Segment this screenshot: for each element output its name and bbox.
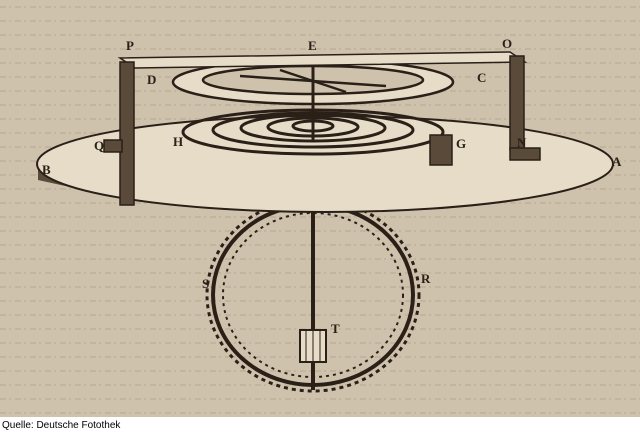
label-r: R	[421, 271, 431, 286]
label-a: A	[612, 154, 622, 169]
label-p: P	[126, 38, 134, 53]
label-o: O	[502, 36, 512, 51]
label-t: T	[331, 321, 340, 336]
engraving-illustration: P E O D C H G N Q B A S R T	[0, 0, 640, 417]
label-s: S	[202, 276, 209, 291]
base-plate	[36, 115, 614, 213]
label-g: G	[456, 136, 466, 151]
balance-wheel	[171, 58, 455, 140]
label-d: D	[147, 72, 156, 87]
label-q: Q	[94, 138, 104, 153]
source-caption: Quelle: Deutsche Fotothek	[2, 420, 121, 431]
label-n: N	[517, 135, 527, 150]
label-b: B	[42, 162, 51, 177]
pinion	[299, 190, 327, 390]
label-c: C	[477, 70, 486, 85]
label-h: H	[173, 134, 183, 149]
bridge-frame	[103, 51, 541, 206]
label-e: E	[308, 38, 317, 53]
